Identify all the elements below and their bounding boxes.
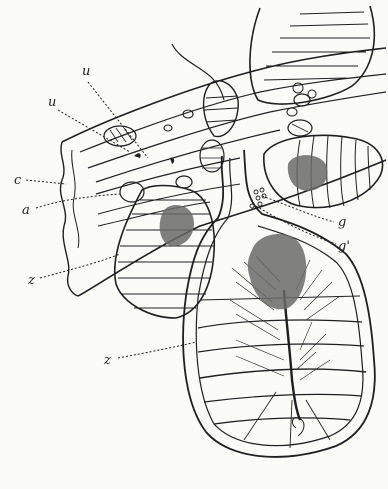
nucleus-left <box>160 205 194 246</box>
label-z-lower: z <box>103 353 111 368</box>
upper-right-zooid <box>250 6 374 104</box>
stolon <box>60 48 386 296</box>
cell-2 <box>164 125 172 131</box>
bud-top <box>204 81 239 137</box>
label-z-left: z <box>27 273 35 288</box>
label-u-upper: u <box>82 64 90 79</box>
label-a: a <box>22 203 30 218</box>
bud-small-mid <box>200 140 224 172</box>
nucleus-large <box>248 234 306 309</box>
bud-small-right <box>287 94 312 136</box>
right-zooid <box>264 135 383 208</box>
nucleus-right <box>288 155 328 191</box>
tendril <box>172 44 224 100</box>
dark-granule-2 <box>170 158 174 164</box>
label-c: c <box>14 173 22 188</box>
label-g-prime: g' <box>338 239 350 254</box>
dark-granule-1 <box>134 153 141 158</box>
label-g: g <box>338 215 346 230</box>
label-u-left: u <box>48 95 56 110</box>
